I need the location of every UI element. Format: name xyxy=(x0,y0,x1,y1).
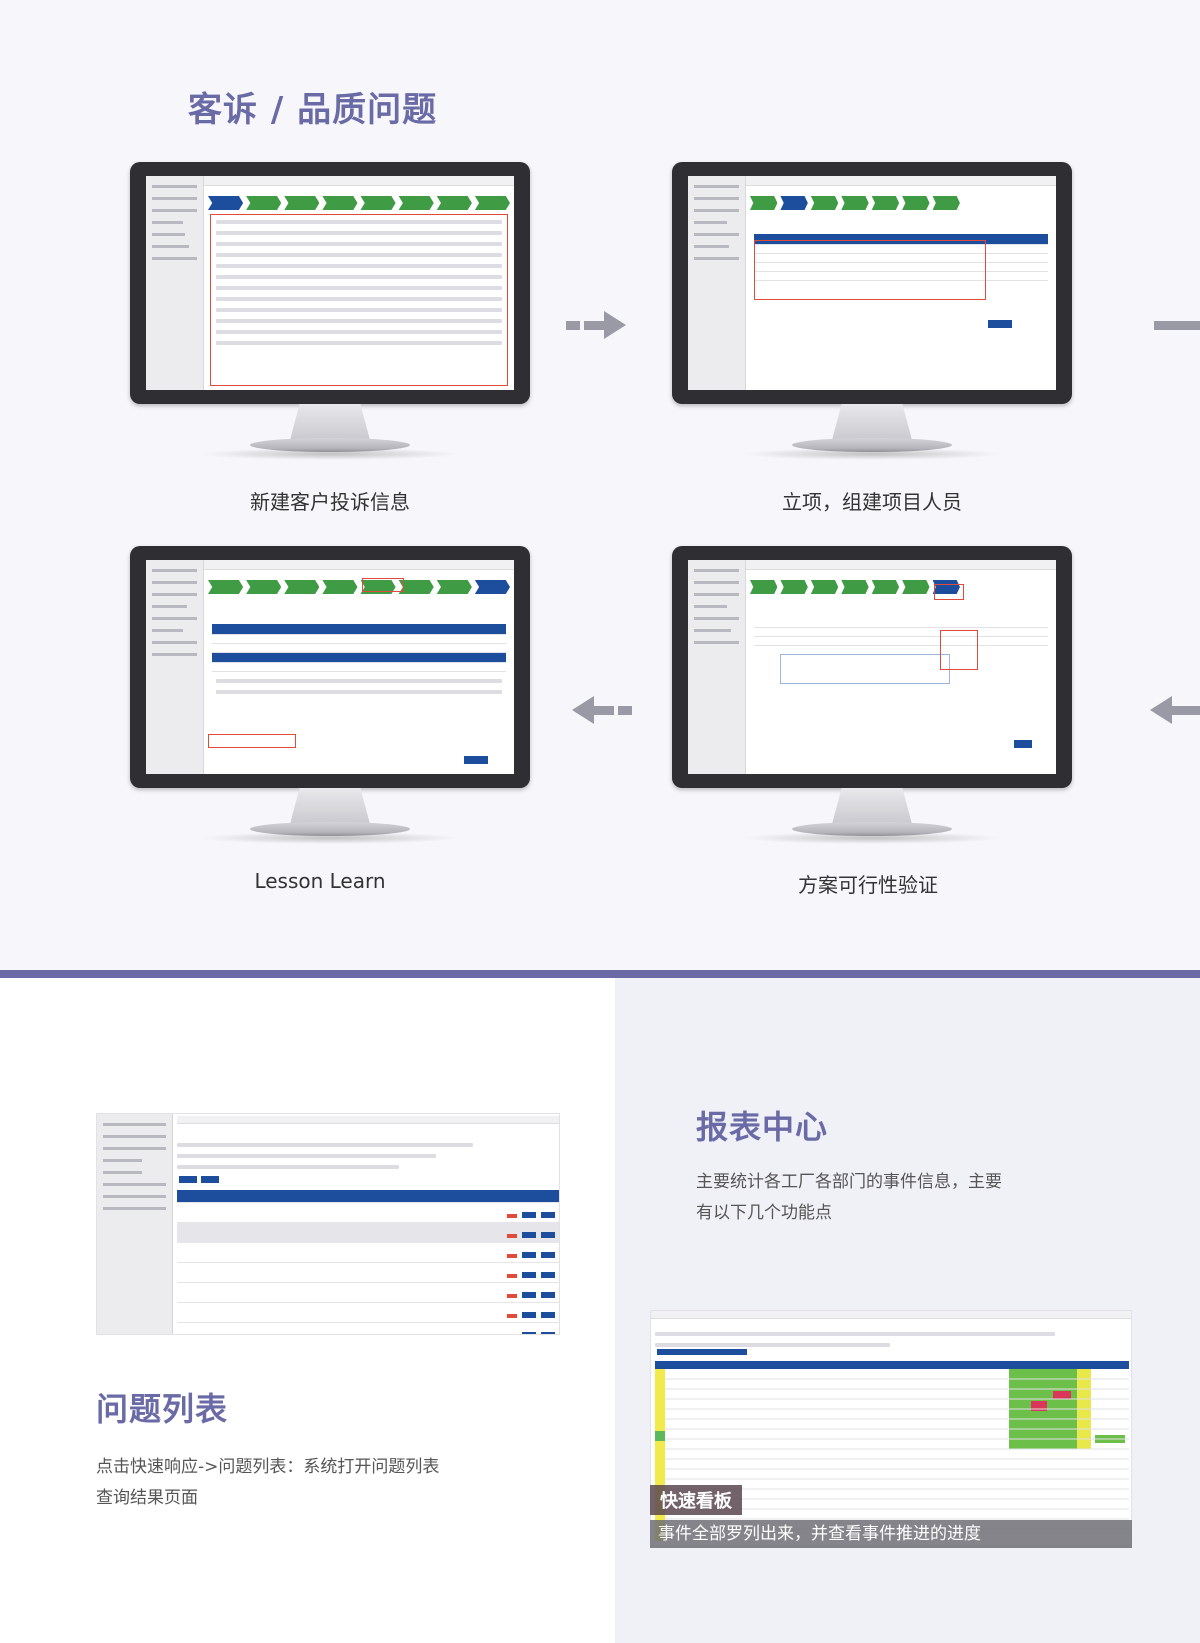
app-tabs xyxy=(746,560,1056,570)
monitor-project-setup xyxy=(672,162,1072,462)
lesson-table xyxy=(212,624,506,672)
report-toolbar[interactable] xyxy=(657,1349,747,1355)
highlight-box xyxy=(754,240,986,300)
monitor-new-complaint xyxy=(130,162,530,462)
reset-button[interactable] xyxy=(201,1176,219,1183)
arrow-left-icon xyxy=(1150,696,1200,724)
problem-list-screenshot xyxy=(96,1113,560,1335)
monitor-feasibility xyxy=(672,546,1072,846)
app-tabs xyxy=(746,176,1056,186)
team-table xyxy=(754,234,1048,281)
app-tabs xyxy=(204,176,514,186)
monitor-bezel xyxy=(672,162,1072,404)
problem-table xyxy=(177,1190,559,1334)
monitor-bezel xyxy=(130,162,530,404)
monitor-lesson-learn xyxy=(130,546,530,846)
board-grid xyxy=(655,1361,1129,1541)
monitor-bezel xyxy=(672,546,1072,788)
app-sidebar xyxy=(146,176,204,390)
app-sidebar xyxy=(688,176,746,390)
highlight-column xyxy=(940,630,978,670)
quick-board-banner: 事件全部罗列出来，并查看事件推进的进度 xyxy=(650,1520,1132,1548)
save-button[interactable] xyxy=(464,756,488,764)
pager-button[interactable] xyxy=(1014,740,1032,748)
confirm-button[interactable] xyxy=(988,320,1012,328)
highlight-step xyxy=(362,578,404,592)
workflow-steps xyxy=(750,196,960,210)
caption-project-setup: 立项，组建项目人员 xyxy=(782,490,962,514)
workflow-steps xyxy=(750,580,960,594)
section-divider xyxy=(0,970,1200,978)
app-main xyxy=(208,574,510,770)
monitor-screen xyxy=(146,176,514,390)
arrow-left-icon xyxy=(572,696,632,724)
problem-list-title: 问题列表 xyxy=(96,1390,229,1428)
highlight-box xyxy=(210,214,508,386)
workflow-steps xyxy=(208,196,510,210)
app-main xyxy=(208,190,510,386)
app-main xyxy=(750,574,1052,770)
app-tabs xyxy=(204,560,514,570)
top-section xyxy=(0,0,1200,970)
workflow-steps xyxy=(208,580,510,594)
caption-lesson-learn: Lesson Learn xyxy=(254,869,386,893)
monitor-bezel xyxy=(130,546,530,788)
monitor-screen xyxy=(688,560,1056,774)
query-button[interactable] xyxy=(179,1176,197,1183)
arrow-right-icon xyxy=(1154,321,1200,330)
caption-feasibility: 方案可行性验证 xyxy=(798,873,938,897)
quick-board-label: 快速看板 xyxy=(650,1485,742,1515)
report-center-desc: 主要统计各工厂各部门的事件信息，主要 有以下几个功能点 xyxy=(696,1172,1002,1223)
highlight-field xyxy=(208,734,296,748)
arrow-right-icon xyxy=(566,311,626,339)
app-sidebar xyxy=(97,1114,173,1334)
app-sidebar xyxy=(146,560,204,774)
verify-table xyxy=(754,618,1048,646)
app-main xyxy=(750,190,1052,386)
section-title-complaint: 客诉 / 品质问题 xyxy=(188,90,438,130)
highlight-step xyxy=(934,584,964,600)
monitor-screen xyxy=(146,560,514,774)
monitor-screen xyxy=(688,176,1056,390)
problem-list-desc: 点击快速响应->问题列表：系统打开问题列表 查询结果页面 xyxy=(96,1457,440,1508)
caption-new-complaint: 新建客户投诉信息 xyxy=(250,490,410,514)
report-center-title: 报表中心 xyxy=(696,1108,829,1146)
app-sidebar xyxy=(688,560,746,774)
